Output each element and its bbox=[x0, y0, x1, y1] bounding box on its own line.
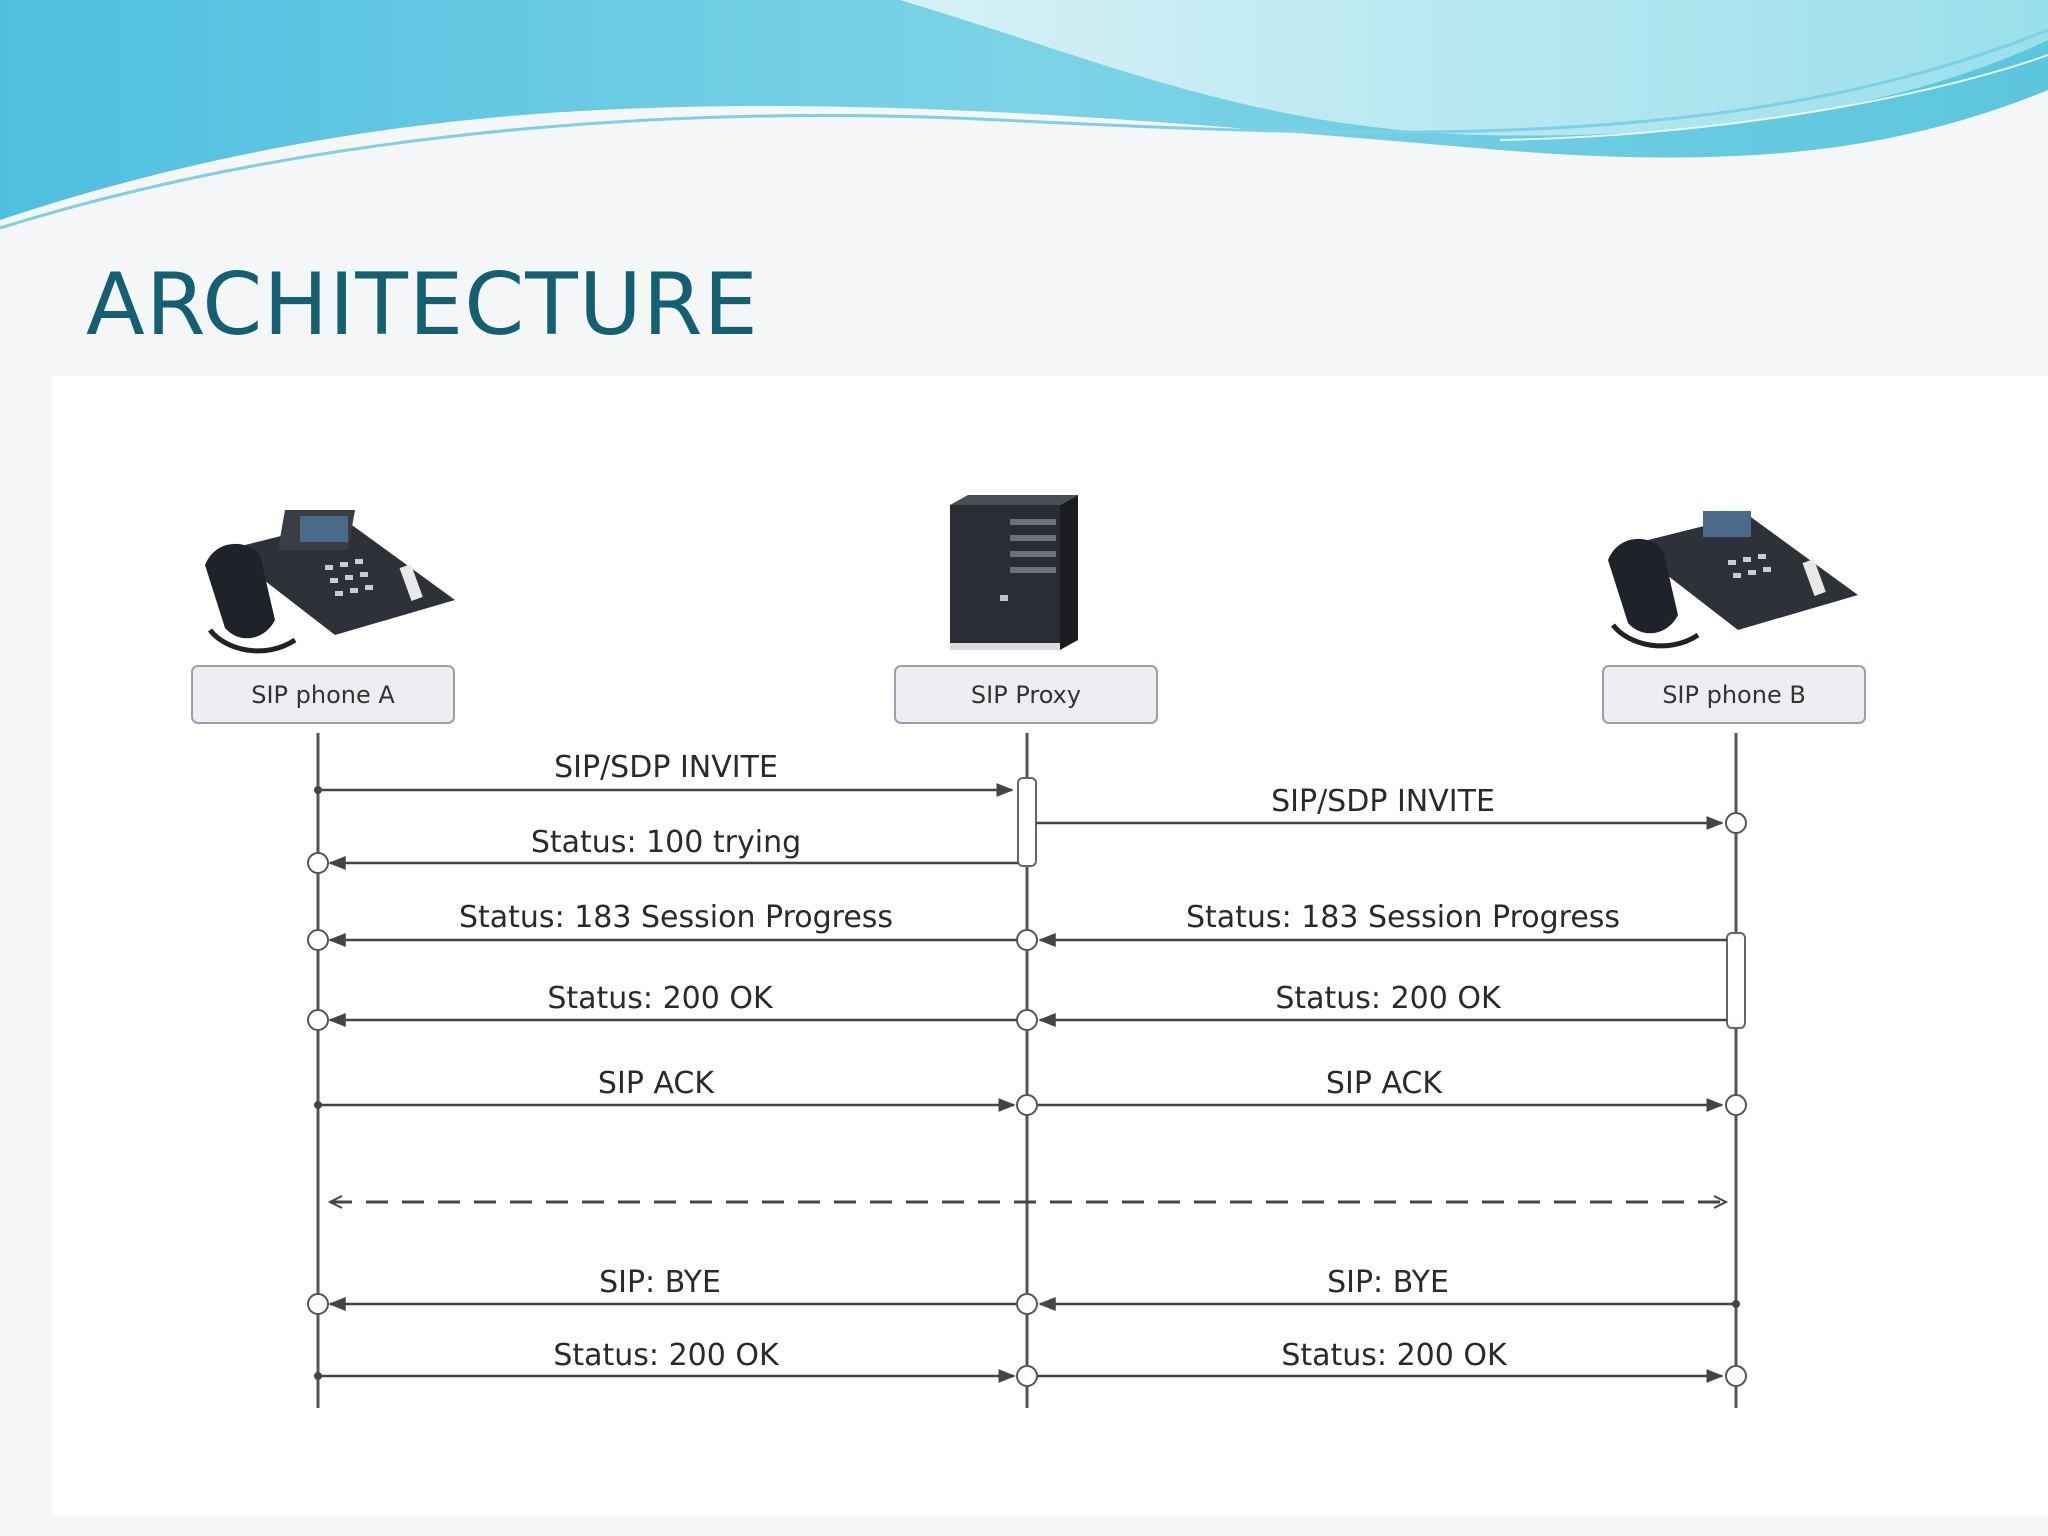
wave-highlight bbox=[0, 28, 2048, 230]
message-label: SIP: BYE bbox=[599, 1265, 721, 1300]
message-200ok-b-to-proxy: Status: 200 OK bbox=[1038, 981, 1727, 1027]
message-label: SIP ACK bbox=[598, 1066, 715, 1101]
server-tower-icon bbox=[950, 495, 1078, 650]
participant-label: SIP phone A bbox=[251, 681, 395, 709]
message-label: SIP/SDP INVITE bbox=[554, 750, 778, 785]
participant-label: SIP Proxy bbox=[971, 681, 1081, 709]
message-label: Status: 200 OK bbox=[1275, 981, 1502, 1016]
participant-sip-phone-a: SIP phone A bbox=[191, 665, 455, 724]
message-label: Status: 183 Session Progress bbox=[459, 900, 893, 935]
message-label: SIP: BYE bbox=[1327, 1265, 1449, 1300]
activation-bar bbox=[1017, 777, 1037, 867]
message-183-b-to-proxy: Status: 183 Session Progress bbox=[1038, 900, 1727, 947]
participant-sip-phone-b: SIP phone B bbox=[1602, 665, 1866, 724]
message-label: SIP/SDP INVITE bbox=[1271, 784, 1495, 819]
message-invite-a-to-proxy: SIP/SDP INVITE bbox=[314, 750, 1014, 797]
message-ack-proxy-to-b: SIP ACK bbox=[1038, 1066, 1747, 1116]
message-ack-a-to-proxy: SIP ACK bbox=[314, 1066, 1038, 1116]
message-100-trying: Status: 100 trying bbox=[307, 825, 1018, 874]
wave-highlight-2 bbox=[1499, 54, 2048, 141]
message-label: Status: 100 trying bbox=[531, 825, 801, 860]
activation-bar bbox=[1726, 932, 1746, 1029]
message-label: Status: 200 OK bbox=[1281, 1338, 1508, 1373]
participant-sip-proxy: SIP Proxy bbox=[894, 665, 1158, 724]
desk-phone-icon bbox=[1608, 511, 1858, 649]
decorative-wave-banner bbox=[0, 0, 2048, 230]
participant-label: SIP phone B bbox=[1662, 681, 1806, 709]
message-bye-proxy-to-a: SIP: BYE bbox=[307, 1265, 1038, 1315]
message-label: Status: 200 OK bbox=[553, 1338, 780, 1373]
message-label: SIP ACK bbox=[1326, 1066, 1443, 1101]
slide-title: ARCHITECTURE bbox=[86, 255, 759, 355]
message-200ok-proxy-to-a: Status: 200 OK bbox=[307, 981, 1038, 1031]
message-label: Status: 200 OK bbox=[547, 981, 774, 1016]
wave-front bbox=[900, 0, 2048, 136]
message-label: Status: 183 Session Progress bbox=[1186, 900, 1620, 935]
desk-phone-icon bbox=[205, 510, 455, 654]
message-183-proxy-to-a: Status: 183 Session Progress bbox=[307, 900, 1038, 951]
message-200ok-a-to-proxy: Status: 200 OK bbox=[314, 1338, 1038, 1387]
message-200ok-proxy-to-b: Status: 200 OK bbox=[1038, 1338, 1747, 1387]
media-session-dashed bbox=[327, 1195, 1729, 1209]
message-invite-proxy-to-b: SIP/SDP INVITE bbox=[1036, 784, 1747, 834]
message-bye-b-to-proxy: SIP: BYE bbox=[1038, 1265, 1740, 1311]
